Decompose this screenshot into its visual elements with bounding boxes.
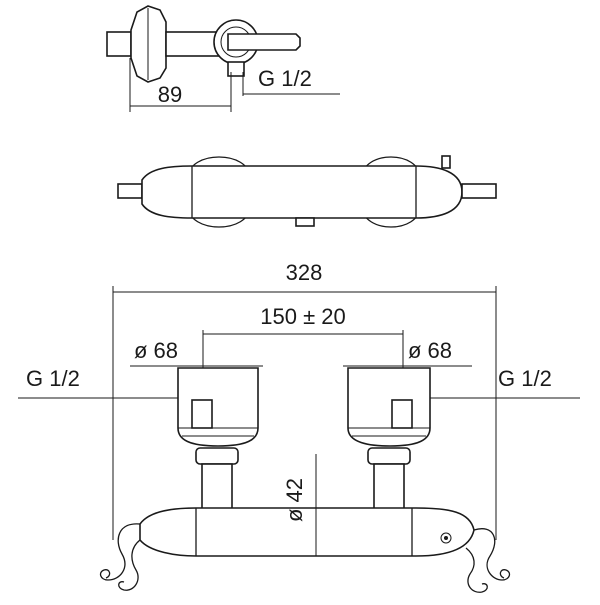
side-view-lever xyxy=(227,33,301,51)
front-view-right-flange xyxy=(347,367,431,447)
front-view-body-diameter-label: ø 42 xyxy=(282,478,307,522)
top-view-left-knob xyxy=(117,183,143,199)
top-view xyxy=(117,155,497,228)
front-view-left-scroll-outer xyxy=(99,523,141,581)
side-view-knob xyxy=(106,31,132,57)
front-view-temp-marker-dot xyxy=(444,536,448,540)
front-view-right-scroll-inner xyxy=(465,547,488,593)
front-view-right-scroll-outer xyxy=(473,528,511,581)
top-view-right-knob xyxy=(461,183,497,199)
side-view-inlet-nut xyxy=(227,61,245,77)
front-view-left-flange xyxy=(177,367,259,447)
front-view-overall-width-label: 328 xyxy=(286,260,323,285)
front-view-main-body xyxy=(139,507,475,557)
front-view-left-collar xyxy=(195,447,239,465)
front-view: 328 150 ± 20 ø 68 ø 68 G 1/2 G 1/2 xyxy=(18,260,580,593)
top-view-pin xyxy=(441,155,451,169)
front-view-left-diameter-label: ø 68 xyxy=(134,338,178,363)
front-view-right-thread-label: G 1/2 xyxy=(498,366,552,391)
top-view-main-body xyxy=(141,165,463,219)
front-view-left-nut xyxy=(191,399,213,429)
front-view-right-nut xyxy=(391,399,413,429)
front-view-left-scroll-inner xyxy=(118,539,141,591)
front-view-centers-label: 150 ± 20 xyxy=(260,304,345,329)
front-view-temp-marker xyxy=(440,532,452,544)
top-view-outlet xyxy=(295,217,315,227)
side-view: 89 G 1/2 xyxy=(106,5,340,112)
front-view-right-collar xyxy=(367,447,411,465)
front-view-left-thread-label: G 1/2 xyxy=(26,366,80,391)
side-view-depth-label: 89 xyxy=(158,82,182,107)
side-view-thread-label: G 1/2 xyxy=(258,66,312,91)
front-view-right-riser xyxy=(373,463,405,513)
front-view-right-diameter-label: ø 68 xyxy=(408,338,452,363)
front-view-left-riser xyxy=(201,463,233,513)
